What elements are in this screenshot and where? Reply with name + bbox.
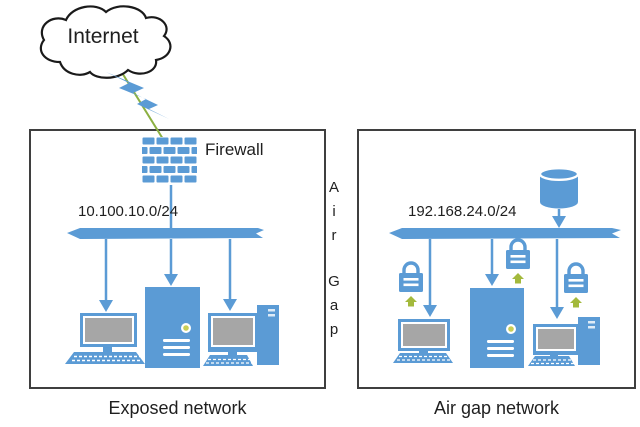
- subnet-label-exposed: 10.100.10.0/24: [78, 203, 179, 220]
- arrow-airgap-desktop: [423, 239, 437, 317]
- internet-label: Internet: [67, 25, 139, 48]
- divider-letter: G: [328, 273, 340, 290]
- lock-icon: [564, 262, 588, 308]
- server-icon: [145, 287, 200, 368]
- sync-up-icon: [405, 296, 417, 307]
- lock-icon: [506, 238, 530, 284]
- desktop-computer-icon: [393, 319, 453, 363]
- air-gap-divider-label: A i r G a p: [322, 176, 346, 342]
- database-icon: [538, 166, 580, 209]
- arrow-airgap-server: [485, 239, 499, 286]
- airgap-network-caption: Air gap network: [433, 398, 560, 418]
- internet-cloud: [39, 5, 172, 79]
- lock-icon: [399, 261, 423, 307]
- desktop-computer-icon: [65, 313, 145, 364]
- workstation-icon: [528, 317, 600, 366]
- subnet-label-airgap: 192.168.24.0/24: [408, 203, 517, 220]
- arrow-airgap-workstation: [550, 239, 564, 319]
- sync-up-icon: [512, 273, 524, 284]
- exposed-network-caption: Exposed network: [108, 398, 247, 418]
- divider-letter: A: [328, 179, 339, 196]
- firewall-label: Firewall: [205, 140, 264, 159]
- divider-letter: r: [331, 227, 337, 244]
- divider-letter: p: [329, 321, 339, 338]
- divider-letter: i: [332, 203, 336, 220]
- arrow-exposed-workstation: [223, 239, 237, 311]
- network-bus-exposed: [67, 228, 264, 239]
- arrow-exposed-server: [164, 239, 178, 286]
- arrow-exposed-desktop: [99, 239, 113, 312]
- firewall-icon: [142, 137, 197, 185]
- arrow-database-bus: [552, 209, 566, 228]
- divider-letter: a: [329, 297, 339, 314]
- lightning-bolt-icon: [106, 72, 169, 119]
- workstation-icon: [203, 305, 279, 366]
- network-bus-airgap: [389, 228, 621, 239]
- server-icon: [470, 288, 524, 368]
- sync-up-icon: [570, 297, 582, 308]
